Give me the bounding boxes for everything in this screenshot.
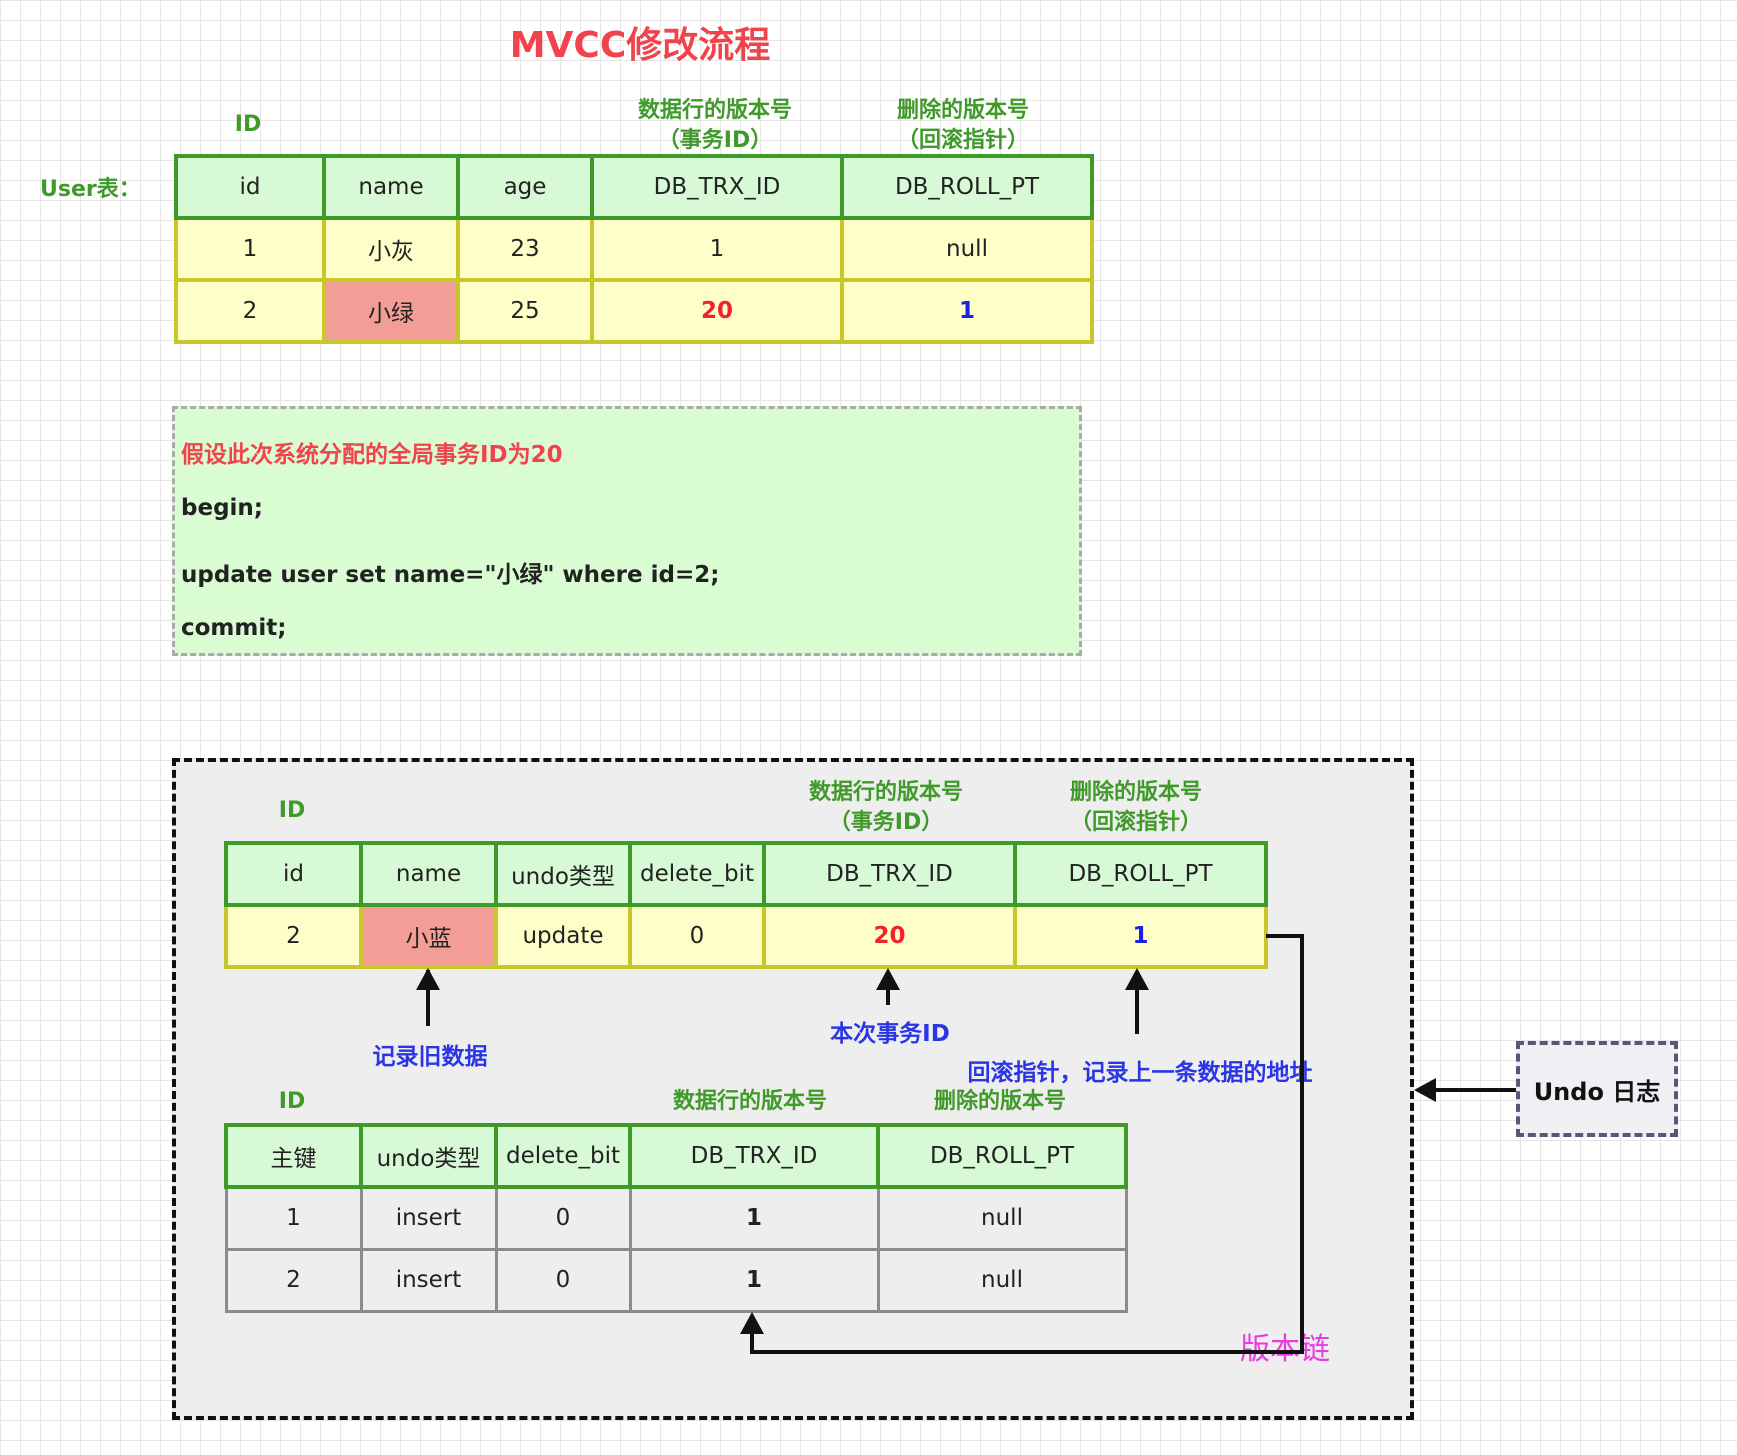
table-row: 2 小绿 25 20 1	[174, 278, 1094, 344]
header-db-trx-id: DB_TRX_ID	[590, 154, 844, 220]
header-delete-bit: delete_bit	[628, 841, 766, 907]
cell: null	[876, 1247, 1128, 1313]
cell: insert	[359, 1185, 498, 1251]
code-line: commit;	[181, 615, 287, 641]
arrow-head-old	[416, 968, 440, 990]
undo-trx-label-line2: （事务ID）	[828, 810, 944, 835]
cell-trx-id: 20	[590, 278, 844, 344]
cell: 1	[590, 216, 844, 282]
user-table-label: User表：	[40, 177, 141, 202]
cell-trx-id: 1	[628, 1185, 880, 1251]
code-line: update user set name="小绿" where id=2;	[181, 562, 720, 588]
cell: 小灰	[322, 216, 460, 282]
id-column-label: ID	[234, 112, 262, 137]
code-line: begin;	[181, 495, 263, 521]
cell: 23	[456, 216, 594, 282]
roll-label-line2: （回滚指针）	[896, 128, 1029, 153]
cell-roll-pt: 1	[1013, 903, 1268, 969]
undo-roll-label-line1: 删除的版本号	[1069, 780, 1202, 805]
table-row: 2 insert 0 1 null	[224, 1247, 1128, 1313]
cell: update	[494, 903, 632, 969]
header-db-trx-id: DB_TRX_ID	[762, 841, 1017, 907]
table-row: 2 小蓝 update 0 20 1	[224, 903, 1268, 969]
annotation-trx-id: 本次事务ID	[830, 1021, 950, 1047]
roll-column-label: 删除的版本号 （回滚指针）	[848, 96, 1078, 156]
cell: 2	[174, 278, 326, 344]
cell: 0	[494, 1247, 632, 1313]
undo-trx-label-line1: 数据行的版本号	[808, 780, 963, 805]
undo-table-header: id name undo类型 delete_bit DB_TRX_ID DB_R…	[224, 841, 1268, 907]
trx-label-line2: （事务ID）	[657, 128, 773, 153]
version-chain-connector	[750, 934, 1304, 1354]
undo-log-box: Undo 日志	[1516, 1041, 1678, 1137]
code-comment: 假设此次系统分配的全局事务ID为20	[181, 442, 563, 468]
table-row: 1 insert 0 1 null	[224, 1185, 1128, 1251]
arrow-head-undo	[1414, 1078, 1436, 1102]
undo-insert-table: 主键 undo类型 delete_bit DB_TRX_ID DB_ROLL_P…	[224, 1123, 1128, 1313]
cell: 25	[456, 278, 594, 344]
cell: 2	[224, 1247, 363, 1313]
header-id: id	[224, 841, 363, 907]
annotation-old-data: 记录旧数据	[372, 1044, 488, 1070]
cell-roll-pt: 1	[840, 278, 1094, 344]
cell: insert	[359, 1247, 498, 1313]
cell-trx-id: 1	[628, 1247, 880, 1313]
cell: 1	[174, 216, 326, 282]
sql-code-box: 假设此次系统分配的全局事务ID为20 begin; update user se…	[172, 406, 1082, 656]
header-delete-bit: delete_bit	[494, 1123, 632, 1189]
cell: null	[840, 216, 1094, 282]
version-chain-label: 版本链	[1240, 1332, 1330, 1367]
header-db-roll-pt: DB_ROLL_PT	[876, 1123, 1128, 1189]
undo-roll-label: 删除的版本号 （回滚指针）	[1020, 778, 1252, 838]
cell: 1	[224, 1185, 363, 1251]
undo2-table-header: 主键 undo类型 delete_bit DB_TRX_ID DB_ROLL_P…	[224, 1123, 1128, 1189]
undo2-id-label: ID	[278, 1089, 306, 1114]
header-primary-key: 主键	[224, 1123, 363, 1189]
annotation-roll-pointer: 回滚指针，记录上一条数据的地址	[967, 1060, 1313, 1086]
header-undo-type: undo类型	[494, 841, 632, 907]
user-table-header: id name age DB_TRX_ID DB_ROLL_PT	[174, 154, 1094, 220]
undo-update-table: id name undo类型 delete_bit DB_TRX_ID DB_R…	[224, 841, 1268, 969]
cell: 0	[628, 903, 766, 969]
undo2-trx-label: 数据行的版本号	[672, 1089, 827, 1114]
cell: 2	[224, 903, 363, 969]
cell-highlighted: 小蓝	[359, 903, 498, 969]
undo-id-label: ID	[278, 798, 306, 823]
table-row: 1 小灰 23 1 null	[174, 216, 1094, 282]
diagram-title: MVCC修改流程	[509, 25, 771, 66]
header-undo-type: undo类型	[359, 1123, 498, 1189]
cell-highlighted: 小绿	[322, 278, 460, 344]
undo-roll-label-line2: （回滚指针）	[1069, 810, 1202, 835]
header-db-trx-id: DB_TRX_ID	[628, 1123, 880, 1189]
header-id: id	[174, 154, 326, 220]
user-table: id name age DB_TRX_ID DB_ROLL_PT 1 小灰 23…	[174, 154, 1094, 344]
cell: 0	[494, 1185, 632, 1251]
undo-trx-label: 数据行的版本号 （事务ID）	[770, 778, 1002, 838]
undo2-roll-label: 删除的版本号	[933, 1089, 1066, 1114]
header-name: name	[322, 154, 460, 220]
header-name: name	[359, 841, 498, 907]
arrow-head-trx	[876, 968, 900, 990]
trx-label-line1: 数据行的版本号	[637, 98, 792, 123]
header-db-roll-pt: DB_ROLL_PT	[840, 154, 1094, 220]
header-age: age	[456, 154, 594, 220]
header-db-roll-pt: DB_ROLL_PT	[1013, 841, 1268, 907]
cell: null	[876, 1185, 1128, 1251]
cell-trx-id: 20	[762, 903, 1017, 969]
roll-label-line1: 删除的版本号	[896, 98, 1029, 123]
trx-column-label: 数据行的版本号 （事务ID）	[600, 96, 830, 156]
arrow-head-chain	[740, 1312, 764, 1334]
arrow-head-roll	[1125, 968, 1149, 990]
